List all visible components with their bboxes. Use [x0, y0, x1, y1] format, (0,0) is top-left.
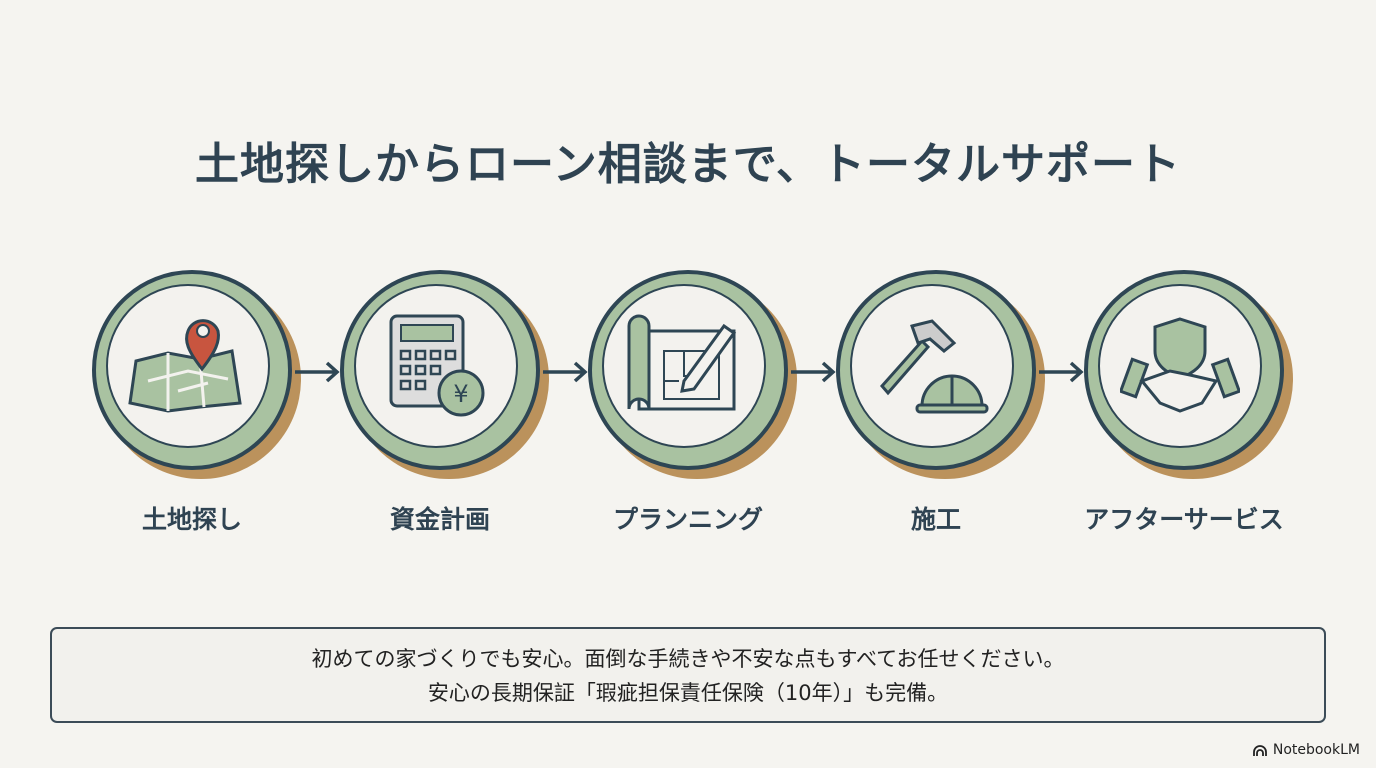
note-line-1: 初めての家づくりでも安心。面倒な手続きや不安な点もすべてお任せください。 [311, 647, 1065, 671]
svg-text:¥: ¥ [453, 380, 468, 408]
arrow-right-icon [791, 361, 836, 383]
step-land-search [92, 270, 301, 479]
arrow-right-icon [543, 361, 588, 383]
hammer-helmet-icon [850, 284, 1014, 448]
step-label: 資金計画 [389, 505, 490, 534]
brand-logo: NotebookLM [1252, 742, 1360, 758]
notebooklm-logo-icon [1252, 745, 1267, 756]
note-box: 初めての家づくりでも安心。面倒な手続きや不安な点もすべてお任せください。 安心の… [50, 627, 1326, 723]
arrow-right-icon [1039, 361, 1084, 383]
step-label: 施工 [910, 505, 961, 534]
shield-handshake-icon [1098, 284, 1262, 448]
step-label: アフターサービス [1084, 505, 1284, 534]
blueprint-pencil-icon [602, 284, 766, 448]
step-after-service [1084, 270, 1293, 479]
page-title: 土地探しからローン相談まで、トータルサポート [194, 139, 1182, 190]
calculator-yen-icon: ¥ [354, 284, 518, 448]
step-label: 土地探し [141, 505, 242, 534]
arrow-right-icon [295, 361, 340, 383]
step-funding: ¥ [340, 270, 549, 479]
step-label: プランニング [612, 505, 763, 534]
note-line-2: 安心の長期保証「瑕疵担保責任保険（10年）」も完備。 [427, 681, 949, 705]
step-planning [588, 270, 797, 479]
map-pin-icon [106, 284, 270, 448]
brand-name: NotebookLM [1272, 742, 1360, 758]
step-construction [836, 270, 1045, 479]
